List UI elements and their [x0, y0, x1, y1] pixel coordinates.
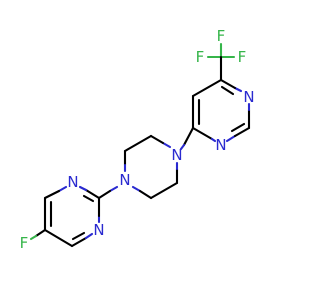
atom-label-f-bottom: F: [20, 234, 29, 252]
bond-pip-n4-c-top: [149, 134, 165, 145]
bond-upper-n3-c4-double: [220, 85, 235, 96]
bond-upper-c4-c5: [191, 78, 223, 98]
bond-pip-top: [123, 134, 153, 153]
bond-lower-c2-n1-double: [82, 194, 95, 203]
bond-upper-n1-c2: [233, 126, 251, 138]
bond-npip-c2: [97, 189, 112, 200]
atom-label-n-lower-1: N: [67, 173, 78, 191]
bond-upper-n3-c4-n: [233, 86, 243, 93]
atom-label-f-top-3: F: [238, 48, 247, 66]
atom-label-f-top-2: F: [196, 48, 205, 66]
atom-label-n-lower-2: N: [93, 221, 104, 239]
canvas-background: [0, 0, 300, 300]
bond-c6-npip-n: [179, 143, 186, 151]
bond-pip-n1-c-bottom: [138, 189, 153, 200]
bond-pip-bottom: [149, 181, 179, 200]
bond-upper-c6-n1-n: [210, 137, 217, 143]
bond-lower-c4-n3-double: [71, 231, 86, 241]
bond-lower-n1-c6: [43, 189, 61, 200]
bond-lower-c2-n1: [84, 188, 101, 200]
bond-pip-n4-c-top-n: [161, 141, 172, 149]
bond-lower-c4-n3: [70, 236, 88, 248]
bond-pip-n1-c-bottom-n: [131, 185, 142, 193]
bond-lower-c2-n1-n: [78, 185, 88, 192]
atom-label-f-top-1: F: [217, 27, 226, 45]
bond-lower-c5-f-f: [29, 234, 38, 241]
bond-npip-c2-n: [108, 185, 119, 193]
bond-upper-c6-n1: [191, 126, 214, 141]
bond-c6-npip: [182, 126, 195, 147]
bond-lower-c5-c4: [43, 228, 74, 248]
atom-label-n-upper-1: N: [243, 88, 254, 106]
bond-lower-n1-c6-n: [57, 185, 68, 193]
bond-upper-n3-c4: [219, 78, 237, 90]
bond-lower-c4-n3-n: [84, 232, 94, 240]
bond-upper-n1-c2-double: [230, 122, 246, 133]
atom-label-n-piperazine-left: N: [119, 171, 130, 189]
bonds: [29, 42, 251, 248]
atom-label-n-upper-2: N: [215, 136, 226, 154]
atom-labels: F F F N N N N N N F: [20, 27, 255, 252]
bond-upper-n1-c2-n: [225, 134, 237, 143]
molecule-structure: F F F N N N N N N F: [0, 0, 300, 300]
bond-lower-c5-f: [34, 228, 47, 238]
atom-label-n-piperazine-right: N: [171, 146, 182, 164]
